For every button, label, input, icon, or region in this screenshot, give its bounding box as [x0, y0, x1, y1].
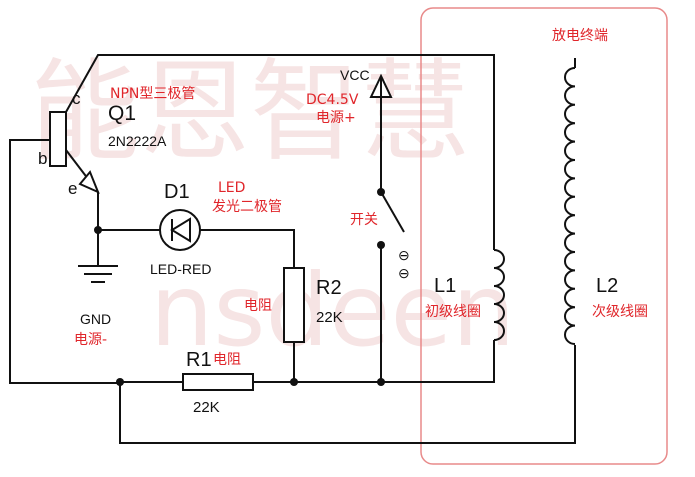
coil-highlight-box	[420, 7, 668, 465]
led-triangle-icon	[170, 217, 191, 243]
switch-off-icon: ⊖	[398, 265, 410, 281]
r2-value: 22K	[316, 309, 343, 326]
l2-desc: 次级线圈	[592, 304, 648, 320]
transistor-ref: Q1	[108, 102, 136, 125]
transistor-type-label: NPN型三极管	[110, 86, 195, 102]
r1-desc: 电阻	[213, 352, 241, 368]
junction-dot	[94, 226, 102, 234]
coil-l1: L1 初级线圈	[425, 249, 505, 341]
vcc-desc: 电源+	[316, 110, 356, 126]
switch-lever[interactable]	[380, 191, 405, 233]
junction-dot	[290, 378, 298, 386]
led-tag: LED	[218, 180, 245, 196]
pin-e-label: e	[68, 179, 77, 198]
pin-b-label: b	[38, 149, 47, 168]
l1-ref: L1	[434, 275, 456, 297]
ground-symbol: GND 电源-	[74, 265, 118, 348]
pin-c-label: c	[72, 89, 81, 108]
gnd-label: GND	[80, 311, 111, 327]
r2-desc: 电阻	[244, 298, 272, 314]
transistor-part: 2N2222A	[108, 133, 167, 149]
switch-on-icon: ⊖	[398, 247, 410, 263]
watermark-sub: nsdeen	[150, 252, 515, 369]
transistor-arrow-icon	[78, 170, 100, 194]
led-desc: 发光二极管	[212, 199, 282, 215]
led-part: LED-RED	[150, 261, 211, 277]
coil-l2-windings	[564, 67, 576, 345]
r1-body	[182, 373, 254, 391]
terminal-label: 放电终端	[552, 28, 608, 44]
switch-bottom-contact	[377, 241, 385, 249]
wires	[9, 54, 576, 444]
r2-body	[283, 267, 305, 343]
junction-dot	[377, 378, 385, 386]
transistor-body	[49, 111, 67, 167]
resistor-r1: R1 电阻 22K	[182, 349, 254, 416]
switch[interactable]: 开关 ⊖ ⊖	[350, 188, 410, 281]
l1-desc: 初级线圈	[425, 303, 481, 320]
r2-ref: R2	[316, 277, 342, 299]
r1-value: 22K	[193, 399, 220, 416]
vcc-label: VCC	[340, 67, 370, 83]
wire-top-rail	[65, 54, 495, 250]
coil-l1-windings	[493, 249, 505, 341]
watermark-text: 能恩智慧	[30, 48, 470, 176]
wire-base-left	[9, 139, 120, 384]
watermark: 能恩智慧 nsdeen	[30, 48, 515, 369]
resistor-r2: R2 22K 电阻	[244, 267, 343, 343]
l2-ref: L2	[596, 275, 618, 297]
junctions	[94, 226, 385, 386]
gnd-desc: 电源-	[74, 332, 107, 348]
junction-dot	[116, 378, 124, 386]
led-ref: D1	[164, 181, 190, 203]
coil-l2: L2 次级线圈 放电终端	[552, 28, 648, 345]
vcc-source: VCC DC4.5V 电源+	[306, 67, 393, 126]
wire-bottom-loop	[119, 345, 576, 444]
wire-led-to-r2	[200, 229, 295, 268]
switch-label: 开关	[350, 212, 378, 228]
wire-bottom-right	[253, 340, 495, 383]
led-d1: D1 LED-RED LED 发光二极管	[150, 180, 282, 277]
r1-ref: R1	[186, 349, 212, 371]
vcc-voltage: DC4.5V	[306, 92, 359, 108]
transistor-q1: c b e Q1 2N2222A NPN型三极管	[38, 86, 195, 198]
